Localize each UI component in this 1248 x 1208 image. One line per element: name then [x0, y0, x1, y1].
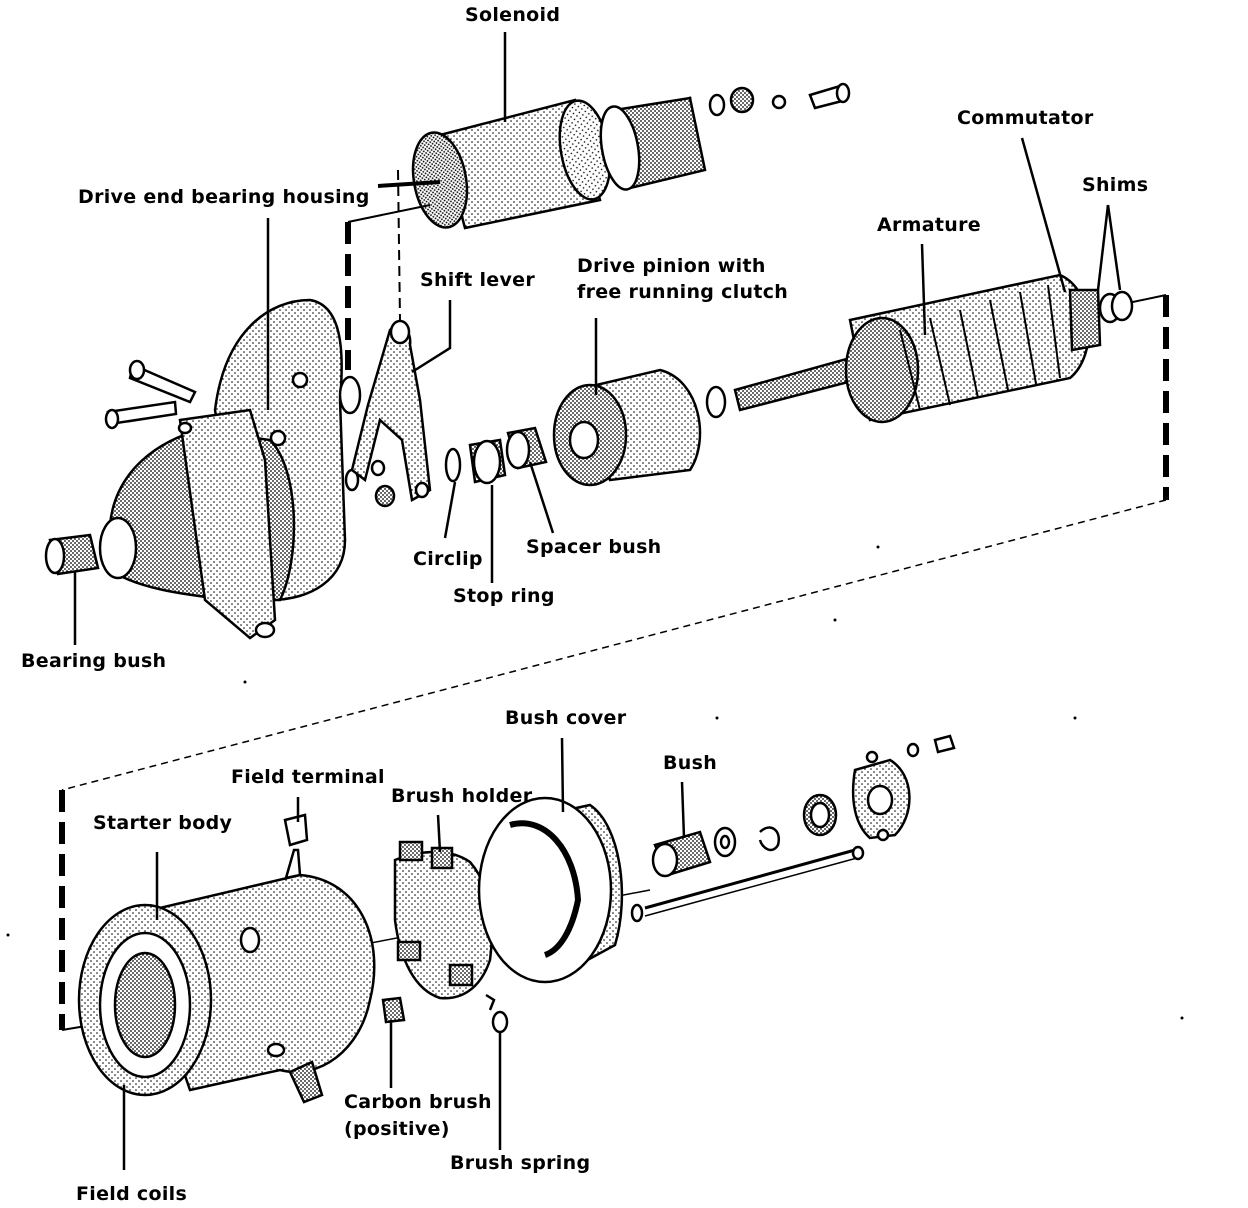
- label-bearing-bush: Bearing bush: [21, 650, 167, 672]
- alignment-guides-upper: [61, 169, 1169, 791]
- end-bush-parts: [644, 734, 956, 917]
- solenoid-part: [377, 82, 851, 230]
- scan-specks: [6, 96, 1184, 1020]
- drive-pinion-part: [552, 368, 727, 487]
- armature-part: [733, 273, 1134, 424]
- starter-body-part: [77, 813, 406, 1104]
- label-solenoid: Solenoid: [465, 4, 561, 26]
- clip-and-ring-parts: [444, 426, 548, 485]
- label-field-terminal: Field terminal: [231, 766, 385, 788]
- leader-lines: [73, 32, 1122, 1170]
- shift-lever-part: [338, 319, 432, 502]
- label-drive-pinion-line1: Drive pinion with: [577, 255, 766, 277]
- label-bush-cover: Bush cover: [505, 707, 627, 729]
- drive-end-bearing-housing-part: [44, 298, 396, 640]
- label-brush-holder: Brush holder: [391, 785, 533, 807]
- label-shims: Shims: [1082, 174, 1149, 196]
- label-drive-end-bearing-housing: Drive end bearing housing: [78, 186, 370, 208]
- label-spacer-bush: Spacer bush: [526, 536, 662, 558]
- label-carbon-brush-line1: Carbon brush: [344, 1091, 492, 1113]
- label-drive-pinion-line2: free running clutch: [577, 281, 789, 303]
- brush-holder-part: [393, 840, 509, 1034]
- label-shift-lever: Shift lever: [420, 269, 536, 291]
- label-bush: Bush: [663, 752, 718, 774]
- label-starter-body: Starter body: [93, 812, 233, 834]
- label-armature: Armature: [877, 214, 981, 236]
- label-circlip: Circlip: [413, 548, 483, 570]
- bush-cover-part: [477, 796, 644, 984]
- label-stop-ring: Stop ring: [453, 585, 555, 607]
- label-brush-spring: Brush spring: [450, 1152, 591, 1174]
- label-carbon-brush-line2: (positive): [344, 1118, 450, 1140]
- label-field-coils: Field coils: [76, 1183, 188, 1205]
- label-commutator: Commutator: [957, 107, 1094, 129]
